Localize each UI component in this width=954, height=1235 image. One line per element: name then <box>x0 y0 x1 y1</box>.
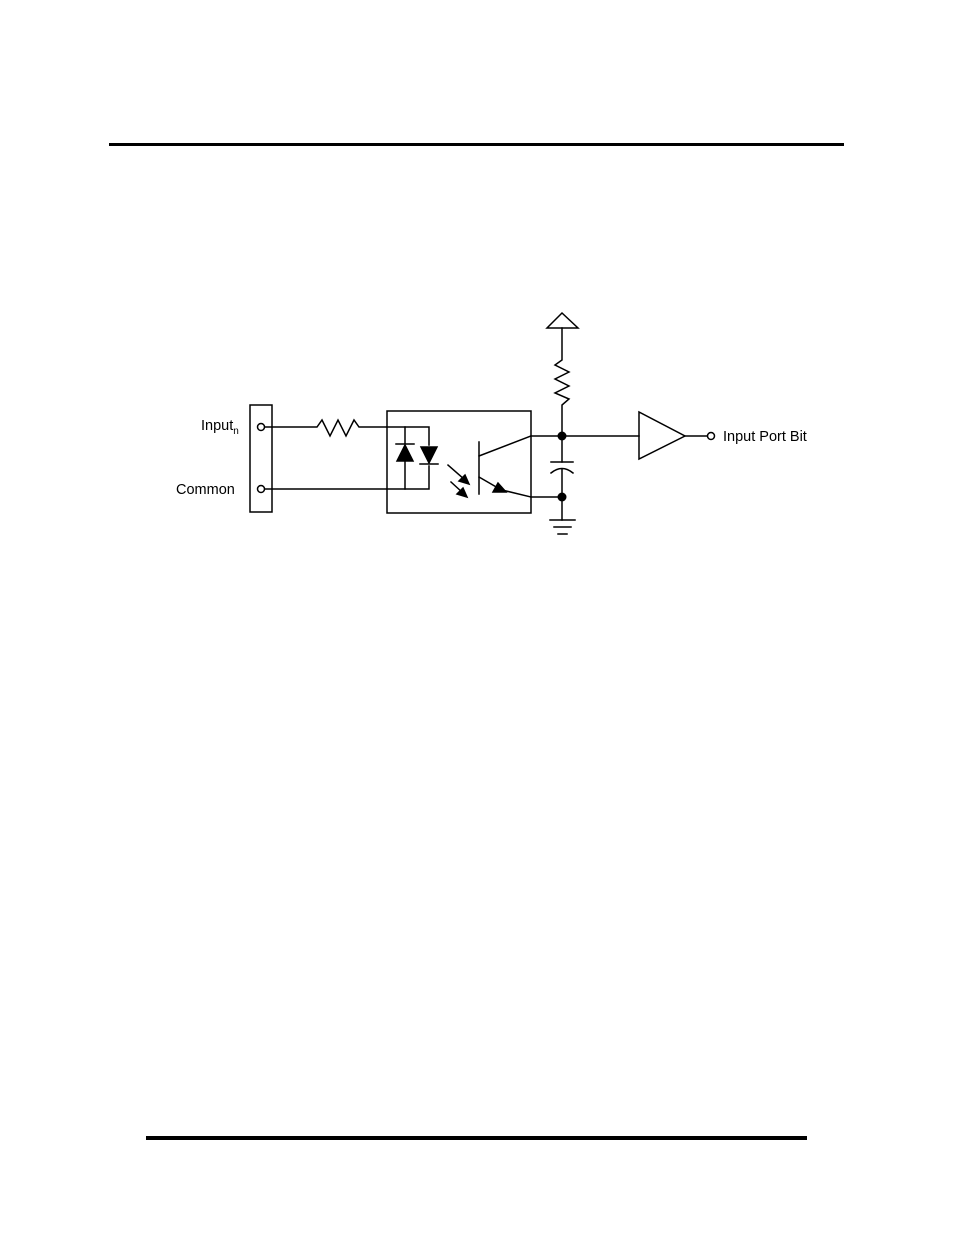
pullup-resistor <box>555 328 569 436</box>
input-resistor <box>265 420 386 436</box>
junction-dot <box>558 493 567 502</box>
junction-dot <box>558 432 567 441</box>
led-up-icon <box>396 444 414 461</box>
light-arrows-icon <box>448 465 469 497</box>
filter-capacitor-icon <box>551 436 573 497</box>
terminal-block <box>250 405 272 512</box>
output-label: Input Port Bit <box>723 429 807 445</box>
output-terminal <box>708 433 715 440</box>
common-terminal <box>258 486 265 493</box>
input-terminal <box>258 424 265 431</box>
phototransistor-icon <box>479 436 531 497</box>
input-label: Inputn <box>201 418 239 437</box>
footer-rule <box>146 1136 807 1140</box>
led-down-icon <box>420 447 438 464</box>
ground-icon <box>550 497 575 534</box>
vcc-supply-icon <box>547 313 578 328</box>
common-label: Common <box>176 482 235 498</box>
buffer-icon <box>639 412 685 459</box>
